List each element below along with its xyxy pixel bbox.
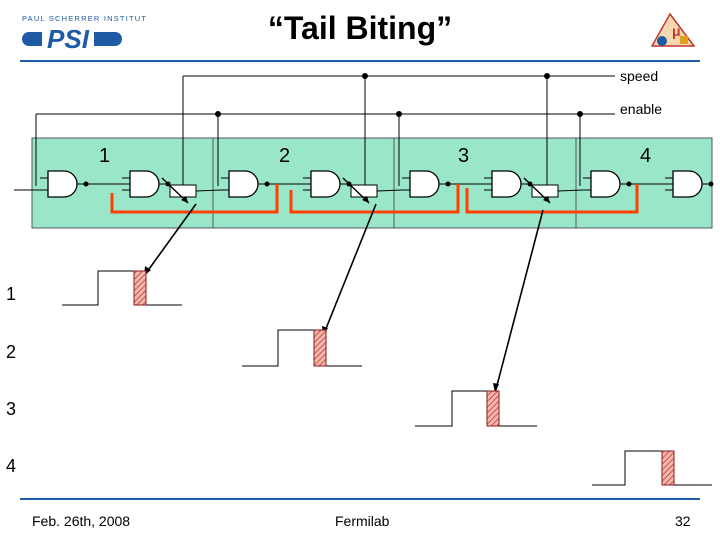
row-label-2: 2 [6,342,16,362]
row-label-3: 3 [6,399,16,419]
psi-logo-caption: PAUL SCHERRER INSTITUT [22,14,147,23]
pulse-window [133,270,147,306]
page-number: 32 [675,513,691,529]
stage-label-2: 2 [279,145,290,167]
footer-rule [20,498,700,500]
gate-chain [40,170,714,204]
psi-logo-mark: PSI [47,24,90,54]
footer-date: Feb. 26th, 2008 [32,513,131,529]
page-title: “Tail Biting” [267,10,453,46]
waveforms [62,270,712,486]
pointer-arrows [143,203,544,394]
row-label-4: 4 [6,456,16,476]
and-gate [40,170,89,198]
waveform-trace [242,329,362,367]
row-label-1: 1 [6,284,16,304]
header-rule [20,60,700,62]
stage-label-3: 3 [458,145,469,167]
pulse-window [313,329,327,367]
signal-label-enable: enable [620,101,662,117]
footer-venue: Fermilab [335,513,390,529]
stage-label-4: 4 [640,145,651,167]
stage-label-1: 1 [99,145,110,167]
delay-element [161,177,197,204]
pulse-window [486,390,500,427]
lab-crest-icon: μ [650,12,696,47]
and-gate [221,170,270,198]
and-gate [665,170,714,198]
pulse-window [661,450,675,486]
speed-bus [182,75,615,186]
signal-label-speed: speed [620,68,658,84]
waveform-trace [415,390,537,427]
enable-bus [35,113,615,186]
waveform-trace [592,450,712,486]
feedback-loops [110,184,639,214]
waveform-trace [62,270,182,306]
psi-logo: PAUL SCHERRER INSTITUT PSI [22,14,147,54]
svg-text:μ: μ [672,23,681,39]
